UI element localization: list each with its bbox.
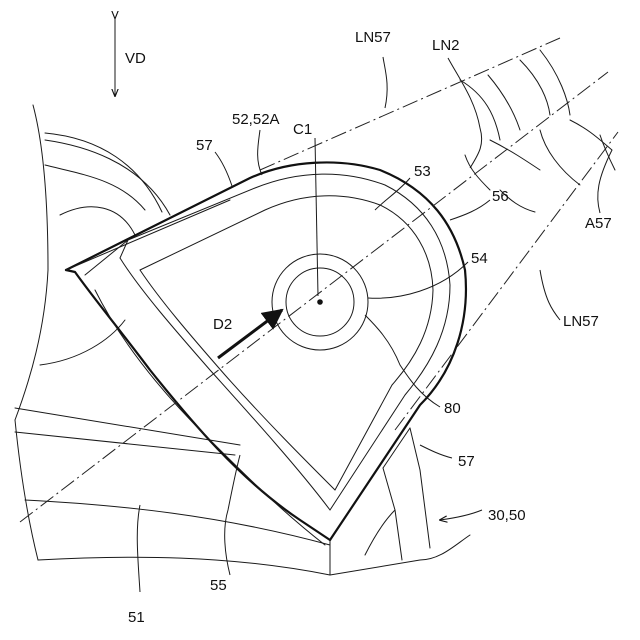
label-51: 51 bbox=[128, 609, 145, 626]
label-55: 55 bbox=[210, 577, 227, 594]
centerline-ln2 bbox=[20, 72, 608, 522]
centerline-ln57-upper bbox=[260, 38, 560, 170]
label-57-bottom: 57 bbox=[458, 453, 475, 470]
label-d2: D2 bbox=[213, 316, 232, 333]
label-ln2: LN2 bbox=[432, 37, 460, 54]
label-ln57-right: LN57 bbox=[563, 313, 599, 330]
label-57-top: 57 bbox=[196, 137, 213, 154]
label-ln57-top: LN57 bbox=[355, 29, 391, 46]
part-57-lower bbox=[330, 428, 430, 575]
label-53: 53 bbox=[414, 163, 431, 180]
center-point-c1 bbox=[317, 299, 323, 305]
label-a57: A57 bbox=[585, 215, 612, 232]
label-80: 80 bbox=[444, 400, 461, 417]
part-57-contour bbox=[45, 133, 466, 540]
direction-label-vd: VD bbox=[125, 50, 146, 67]
label-c1: C1 bbox=[293, 121, 312, 138]
label-56: 56 bbox=[492, 188, 509, 205]
hole-54 bbox=[272, 254, 368, 350]
surface-a57 bbox=[460, 50, 615, 212]
label-52-52a: 52,52A bbox=[232, 111, 280, 128]
plate-53 bbox=[85, 174, 450, 545]
label-54: 54 bbox=[471, 250, 488, 267]
label-30-50: 30,50 bbox=[488, 507, 526, 524]
